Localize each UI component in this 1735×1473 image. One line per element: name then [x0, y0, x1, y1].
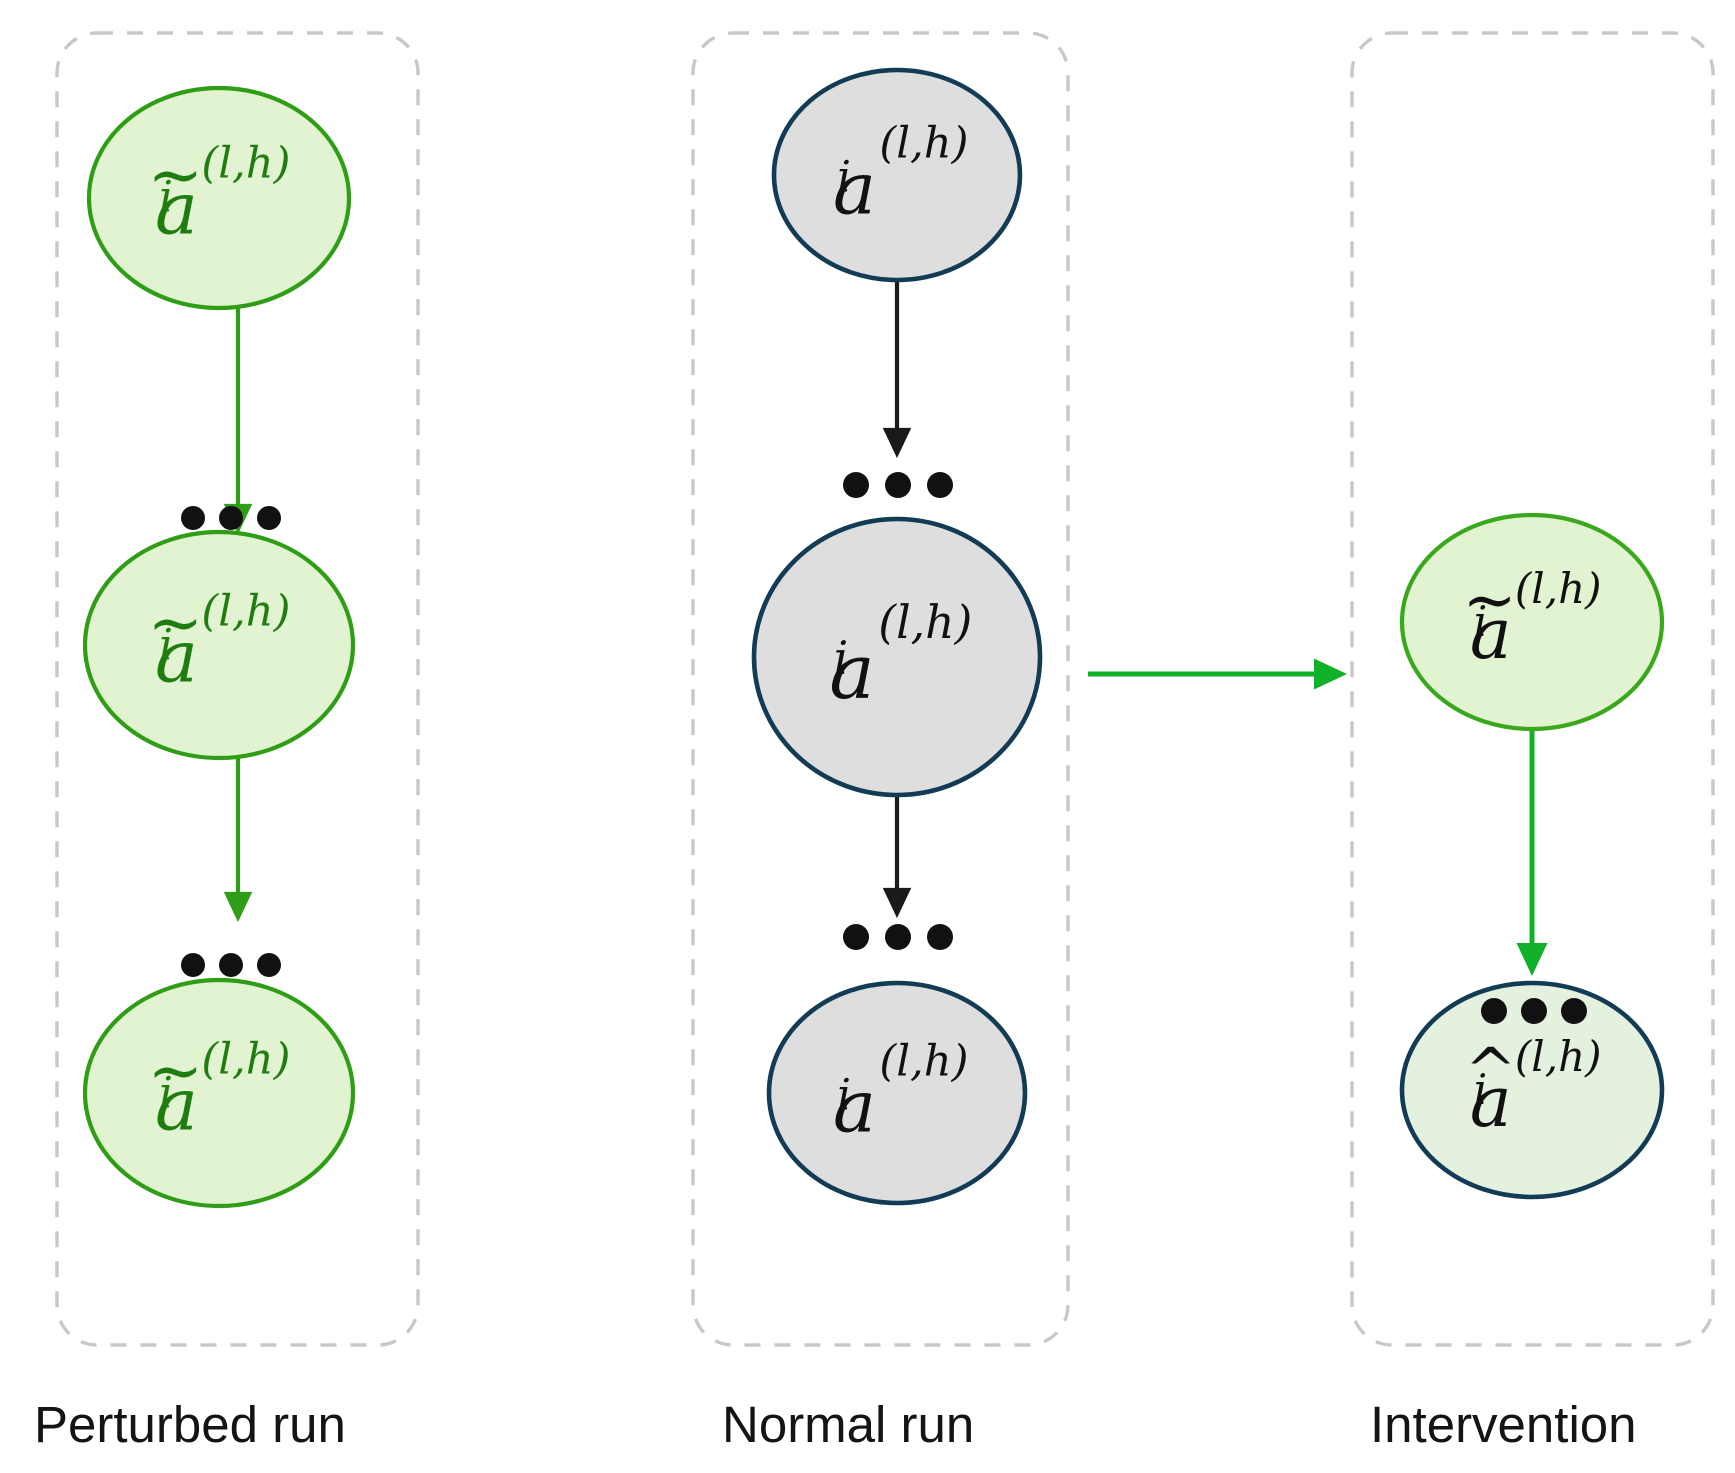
- ellipsis-perturbed-2: [181, 953, 281, 977]
- ellipsis-normal-2: [843, 924, 953, 950]
- node-perturbed-middle[interactable]: [82, 529, 356, 761]
- group-box-perturbed: [55, 31, 420, 1347]
- node-intervention-bottom[interactable]: [1399, 980, 1665, 1200]
- caption-normal-run: Normal run: [722, 1396, 975, 1453]
- node-normal-top[interactable]: [771, 67, 1023, 283]
- ellipsis-normal-1: [843, 472, 953, 498]
- node-normal-middle[interactable]: [751, 516, 1043, 798]
- node-perturbed-bottom[interactable]: [82, 977, 356, 1209]
- group-box-intervention: [1350, 31, 1715, 1347]
- caption-intervention: Intervention: [1370, 1396, 1637, 1453]
- ellipsis-perturbed-1: [181, 506, 281, 530]
- ellipsis-intervention-1: [1481, 998, 1587, 1024]
- caption-perturbed-run: Perturbed run: [34, 1396, 346, 1453]
- node-perturbed-top[interactable]: [86, 85, 352, 311]
- node-normal-bottom[interactable]: [766, 980, 1028, 1206]
- node-intervention-top[interactable]: [1399, 512, 1665, 732]
- group-box-normal: [691, 31, 1070, 1347]
